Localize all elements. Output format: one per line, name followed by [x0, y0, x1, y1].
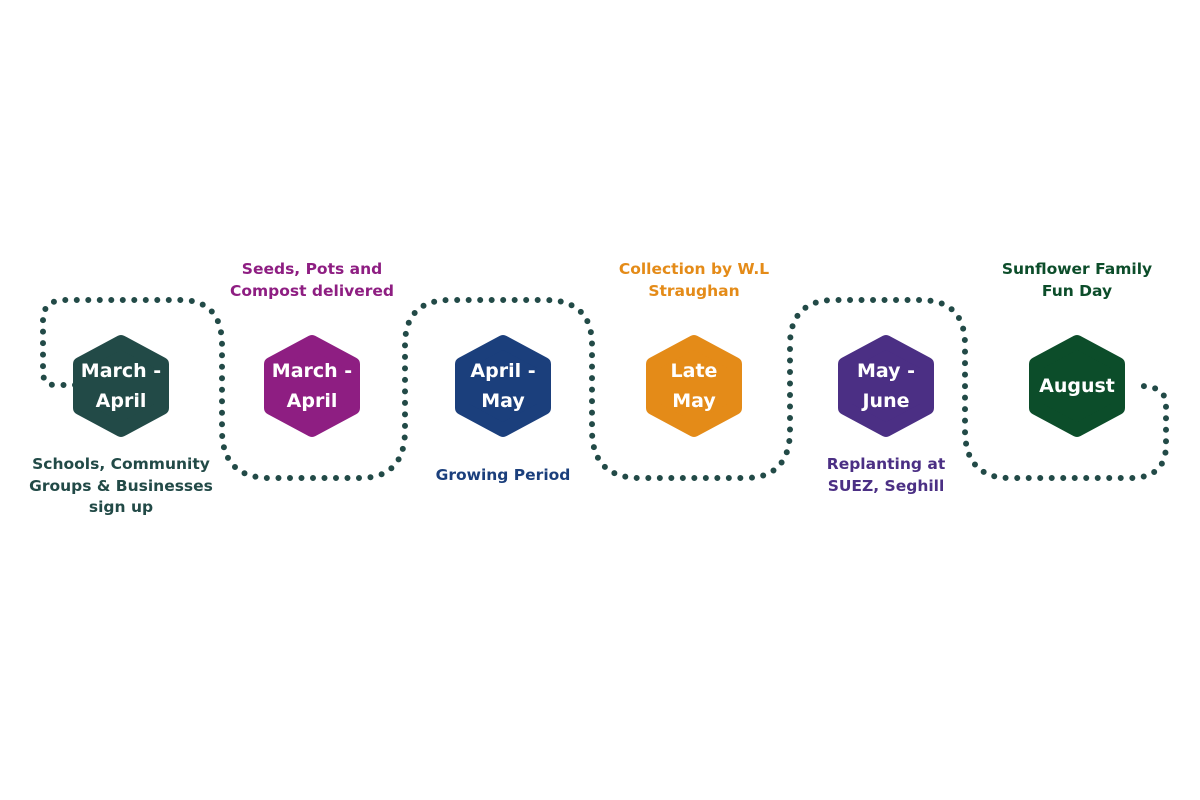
timeline-step-3-hexagon: April - May — [455, 334, 551, 438]
period-line: March - — [271, 360, 353, 382]
step-period: March - April — [264, 334, 360, 438]
step-description: Seeds, Pots and Compost delivered — [229, 260, 395, 300]
period-line: June — [862, 390, 910, 412]
period-line: March - — [80, 360, 162, 382]
timeline-step-2-hexagon: March - April — [264, 334, 360, 438]
period-line: April - — [470, 360, 536, 382]
step-period: May - June — [838, 334, 934, 438]
hexagon-shape — [1029, 335, 1125, 437]
hexagon-shape — [455, 335, 551, 437]
period-line: April — [95, 390, 147, 412]
period-line: May — [672, 390, 716, 412]
step-description: Replanting at SUEZ, Seghill — [826, 455, 946, 495]
period-line: May - — [856, 360, 916, 382]
step-period: April - May — [455, 334, 551, 438]
hexagon-shape — [264, 335, 360, 437]
period-line: April — [286, 390, 338, 412]
hexagon-shape — [838, 335, 934, 437]
step-description: Growing Period — [435, 466, 571, 484]
step-description: Schools, Community Groups & Businesses s… — [29, 455, 213, 516]
step-period: March - April — [73, 334, 169, 438]
timeline-step-1-hexagon: March - April — [73, 334, 169, 438]
period-line: May — [481, 390, 525, 412]
hexagon-shape — [646, 335, 742, 437]
step-description: Sunflower Family Fun Day — [1001, 260, 1153, 300]
step-description: Collection by W.L Straughan — [618, 260, 770, 300]
timeline-step-6-hexagon: August — [1029, 334, 1125, 438]
period-line: August — [1039, 375, 1115, 397]
step-period: August — [1029, 334, 1125, 438]
period-line: Late — [670, 360, 718, 382]
hexagon-shape — [73, 335, 169, 437]
timeline-step-5-hexagon: May - June — [838, 334, 934, 438]
